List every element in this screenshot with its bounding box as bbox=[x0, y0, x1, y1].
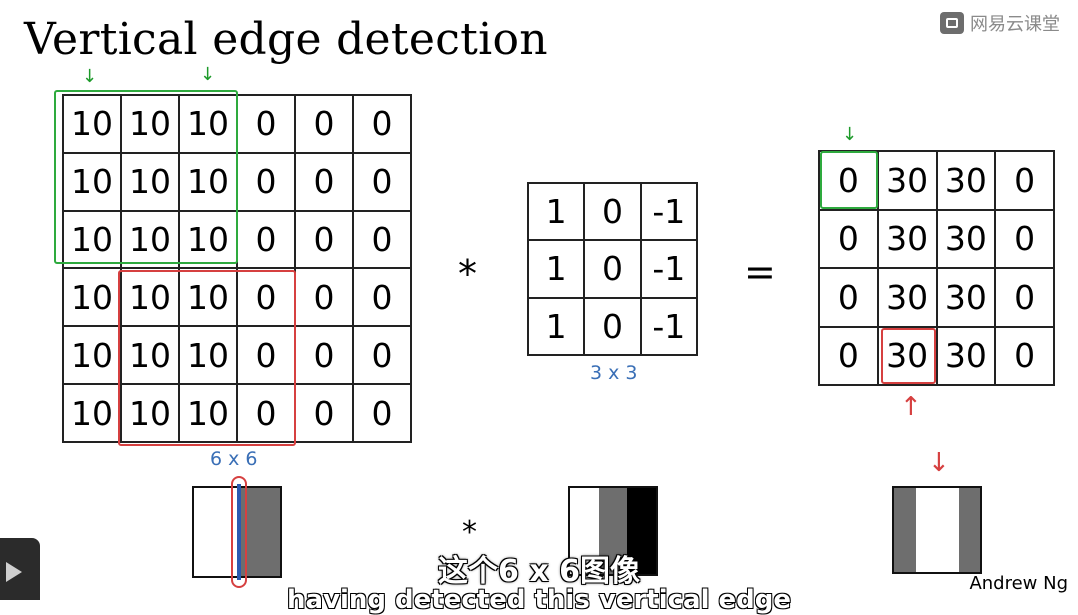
filter_matrix-cell: 1 bbox=[528, 297, 585, 355]
bottom-convolution-operator: * bbox=[462, 515, 477, 550]
input_matrix-cell: 10 bbox=[121, 326, 179, 385]
output_matrix-cell: 0 bbox=[995, 151, 1054, 210]
green-window-highlight bbox=[54, 90, 238, 264]
input_matrix-cell: 10 bbox=[63, 268, 121, 327]
input_matrix-cell: 10 bbox=[179, 210, 237, 269]
brand-logo: 网易云课堂 bbox=[940, 9, 1060, 37]
input-size-label: 6 x 6 bbox=[210, 448, 258, 470]
input_matrix-cell: 10 bbox=[63, 95, 121, 153]
filter_matrix-cell: 1 bbox=[528, 183, 585, 241]
filter_matrix-cell: -1 bbox=[640, 240, 697, 298]
input_matrix-cell: 10 bbox=[63, 326, 121, 385]
output_matrix-cell: 30 bbox=[936, 268, 996, 327]
output_matrix-cell: 30 bbox=[877, 209, 937, 268]
convolution-operator: * bbox=[458, 252, 477, 296]
filter_matrix-cell: 0 bbox=[584, 183, 641, 241]
red-window-highlight bbox=[118, 270, 296, 446]
output_matrix-cell: 0 bbox=[995, 268, 1054, 327]
filter_matrix-cell: -1 bbox=[640, 297, 697, 355]
output_matrix-cell: 30 bbox=[877, 151, 937, 210]
brand-name: 网易云课堂 bbox=[970, 14, 1060, 35]
edge-marker bbox=[231, 476, 247, 588]
input_matrix-cell: 0 bbox=[295, 210, 353, 269]
output_matrix-cell: 0 bbox=[995, 209, 1054, 268]
input_matrix-cell: 10 bbox=[121, 384, 179, 442]
output_matrix-cell: 30 bbox=[877, 326, 937, 385]
filter-image-visual bbox=[568, 486, 658, 576]
output_matrix-cell: 30 bbox=[877, 268, 937, 327]
subtitle-line-2: having detected this vertical edge bbox=[286, 585, 792, 615]
input_matrix-cell: 0 bbox=[237, 152, 295, 211]
input_matrix-cell: 0 bbox=[353, 268, 411, 327]
input_matrix-cell: 10 bbox=[179, 95, 237, 153]
filter_matrix-cell: -1 bbox=[640, 183, 697, 241]
filter_matrix-cell: 1 bbox=[528, 240, 585, 298]
slide-title: Vertical edge detection bbox=[24, 14, 548, 65]
output-red-highlight bbox=[881, 328, 936, 384]
input_matrix-cell: 10 bbox=[63, 384, 121, 442]
input_matrix-cell: 0 bbox=[353, 152, 411, 211]
filter_matrix-cell: 0 bbox=[584, 240, 641, 298]
author-credit: Andrew Ng bbox=[969, 573, 1068, 594]
play-icon[interactable] bbox=[0, 538, 40, 600]
filter_matrix-cell: 0 bbox=[584, 297, 641, 355]
output_matrix-cell: 0 bbox=[995, 326, 1054, 385]
green-arrow-icon: ↓ bbox=[842, 124, 858, 145]
red-up-arrow-icon: ↑ bbox=[900, 392, 922, 422]
green-arrow-icon: ↓ bbox=[82, 66, 98, 87]
subtitle-line-1: 这个6 x 6图像 bbox=[438, 554, 640, 589]
output_matrix-cell: 0 bbox=[819, 209, 878, 268]
output_matrix-cell: 30 bbox=[936, 326, 996, 385]
input_matrix-cell: 0 bbox=[353, 210, 411, 269]
output_matrix-cell: 30 bbox=[936, 151, 996, 210]
netease-logo-icon bbox=[940, 12, 964, 34]
input_matrix-cell: 10 bbox=[179, 384, 237, 442]
input_matrix-cell: 0 bbox=[295, 95, 353, 153]
input_matrix-cell: 10 bbox=[63, 152, 121, 211]
output-image-visual bbox=[892, 486, 982, 574]
input_matrix-cell: 10 bbox=[63, 210, 121, 269]
input_matrix-cell: 0 bbox=[353, 326, 411, 385]
red-down-arrow-icon: ↓ bbox=[928, 448, 950, 478]
input_matrix-cell: 10 bbox=[121, 152, 179, 211]
input_matrix-cell: 0 bbox=[353, 384, 411, 442]
filter-size-label: 3 x 3 bbox=[590, 362, 638, 384]
output_matrix-cell: 0 bbox=[819, 268, 878, 327]
input_matrix-cell: 0 bbox=[237, 95, 295, 153]
output-green-highlight bbox=[820, 151, 878, 209]
output_matrix-cell: 0 bbox=[819, 326, 878, 385]
input_matrix-cell: 10 bbox=[121, 95, 179, 153]
input_matrix-cell: 0 bbox=[295, 384, 353, 442]
green-arrow-icon: ↓ bbox=[200, 64, 216, 85]
output_matrix-cell: 30 bbox=[936, 209, 996, 268]
input_matrix-cell: 0 bbox=[353, 95, 411, 153]
input_matrix-cell: 10 bbox=[179, 326, 237, 385]
input_matrix-cell: 0 bbox=[295, 152, 353, 211]
input_matrix-cell: 10 bbox=[179, 268, 237, 327]
input-image-visual bbox=[192, 486, 282, 578]
input_matrix-cell: 0 bbox=[237, 210, 295, 269]
input_matrix-cell: 10 bbox=[121, 268, 179, 327]
equals-operator: = bbox=[744, 250, 776, 294]
input_matrix-cell: 0 bbox=[295, 326, 353, 385]
input_matrix-cell: 10 bbox=[121, 210, 179, 269]
input_matrix-cell: 0 bbox=[295, 268, 353, 327]
